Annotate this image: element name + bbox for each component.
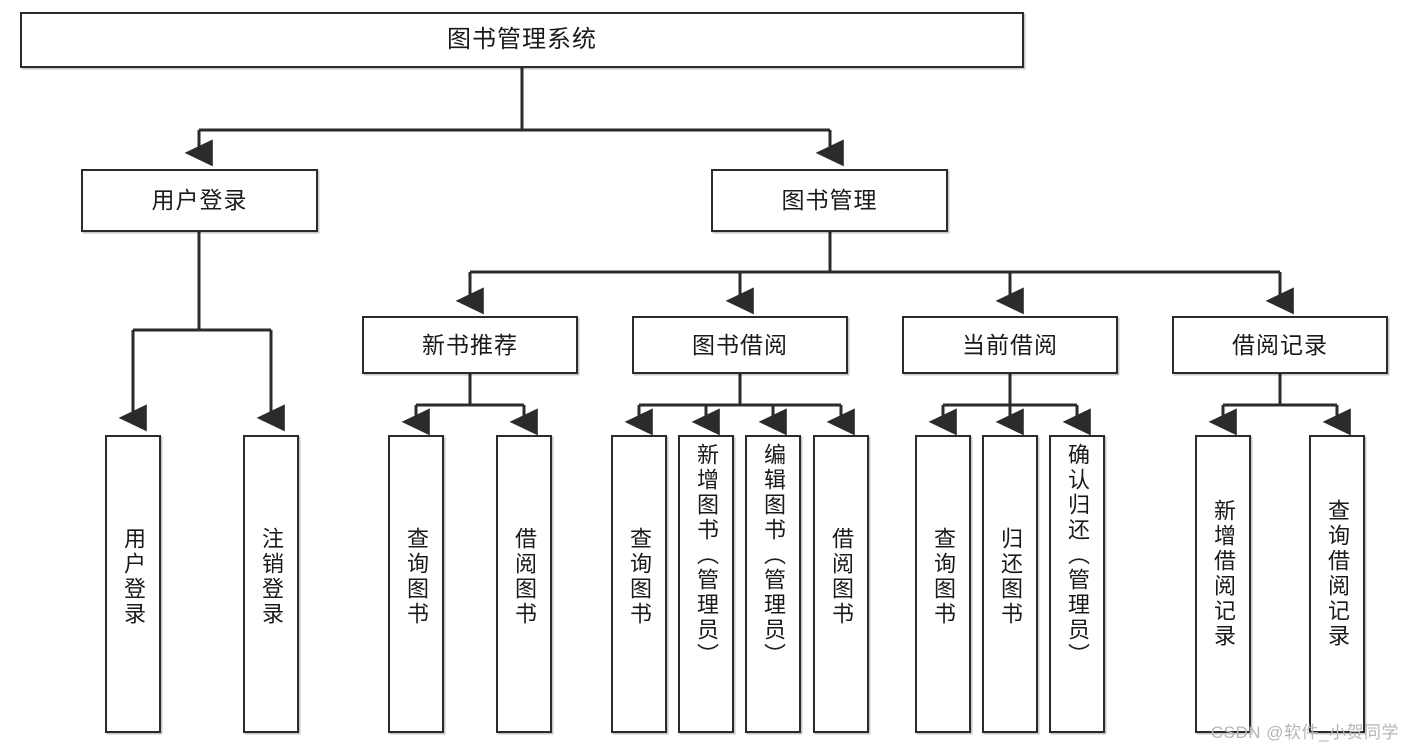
leaf-label: 查询图书: [930, 527, 956, 627]
leaf-label: 借阅图书: [511, 527, 537, 627]
leaf-label: 注销登录: [258, 527, 284, 627]
leaf-label: 借阅图书: [828, 527, 854, 627]
node-new-book-recommend[interactable]: 新书推荐: [362, 316, 578, 374]
node-leaf-query-borrow-record[interactable]: 查询借阅记录: [1309, 435, 1365, 733]
node-leaf-user-login[interactable]: 用户登录: [105, 435, 161, 733]
leaf-label: 用户登录: [120, 527, 146, 627]
leaf-label: 查询图书: [626, 527, 652, 627]
leaf-label: 新增图书（管理员）: [693, 443, 719, 668]
watermark-text: CSDN @软件_小贺同学: [1210, 723, 1399, 742]
node-current-borrow[interactable]: 当前借阅: [902, 316, 1118, 374]
node-user-login[interactable]: 用户登录: [81, 169, 318, 232]
node-leaf-return-book[interactable]: 归还图书: [982, 435, 1038, 733]
leaf-label: 查询图书: [403, 527, 429, 627]
node-borrow-record[interactable]: 借阅记录: [1172, 316, 1388, 374]
leaf-label: 编辑图书（管理员）: [760, 443, 786, 668]
node-leaf-add-borrow-record[interactable]: 新增借阅记录: [1195, 435, 1251, 733]
node-leaf-borrow-book-recommend[interactable]: 借阅图书: [496, 435, 552, 733]
node-leaf-add-book-admin[interactable]: 新增图书（管理员）: [678, 435, 734, 733]
node-root-system[interactable]: 图书管理系统: [20, 12, 1024, 68]
node-leaf-query-book-recommend[interactable]: 查询图书: [388, 435, 444, 733]
node-leaf-edit-book-admin[interactable]: 编辑图书（管理员）: [745, 435, 801, 733]
leaf-label: 归还图书: [997, 527, 1023, 627]
node-leaf-confirm-return-admin[interactable]: 确认归还（管理员）: [1049, 435, 1105, 733]
node-leaf-user-logout[interactable]: 注销登录: [243, 435, 299, 733]
node-leaf-query-book-current[interactable]: 查询图书: [915, 435, 971, 733]
leaf-label: 确认归还（管理员）: [1064, 443, 1090, 668]
leaf-label: 新增借阅记录: [1210, 499, 1236, 649]
node-leaf-borrow-book[interactable]: 借阅图书: [813, 435, 869, 733]
node-book-borrow[interactable]: 图书借阅: [632, 316, 848, 374]
node-book-management[interactable]: 图书管理: [711, 169, 948, 232]
leaf-label: 查询借阅记录: [1324, 499, 1350, 649]
node-leaf-query-book-borrow[interactable]: 查询图书: [611, 435, 667, 733]
